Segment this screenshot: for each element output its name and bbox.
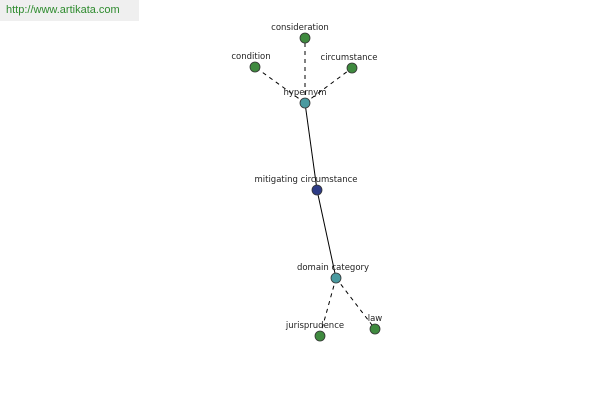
node-law[interactable]: [369, 323, 381, 335]
node-condition[interactable]: [249, 61, 261, 73]
label-consideration: consideration: [271, 23, 329, 33]
edge-domain-jurisprudence: [319, 277, 337, 337]
graph-nodes: [249, 32, 381, 342]
source-url[interactable]: http://www.artikata.com: [0, 0, 139, 21]
label-circumstance: circumstance: [321, 53, 378, 63]
graph-edges: [254, 38, 376, 337]
label-law: law: [368, 314, 383, 324]
edge-hypernym-condition: [254, 66, 306, 104]
node-circumstance[interactable]: [346, 62, 358, 74]
edge-mitigating-domain: [316, 189, 337, 279]
label-jurisprudence: jurisprudence: [285, 321, 344, 331]
node-jurisprudence[interactable]: [314, 330, 326, 342]
node-mitigating-circumstance[interactable]: [311, 184, 323, 196]
node-hypernym[interactable]: [299, 97, 311, 109]
label-domain-category: domain category: [297, 263, 369, 273]
edge-domain-law: [335, 277, 376, 330]
edge-hypernym-mitigating: [304, 102, 318, 191]
node-domain-category[interactable]: [330, 272, 342, 284]
label-hypernym: hypernym: [283, 88, 326, 98]
label-condition: condition: [231, 52, 270, 62]
node-consideration[interactable]: [299, 32, 311, 44]
label-mitigating-circumstance: mitigating circumstance: [254, 175, 357, 185]
graph-labels: consideration condition circumstance hyp…: [231, 23, 382, 331]
edge-hypernym-circumstance: [304, 67, 353, 104]
